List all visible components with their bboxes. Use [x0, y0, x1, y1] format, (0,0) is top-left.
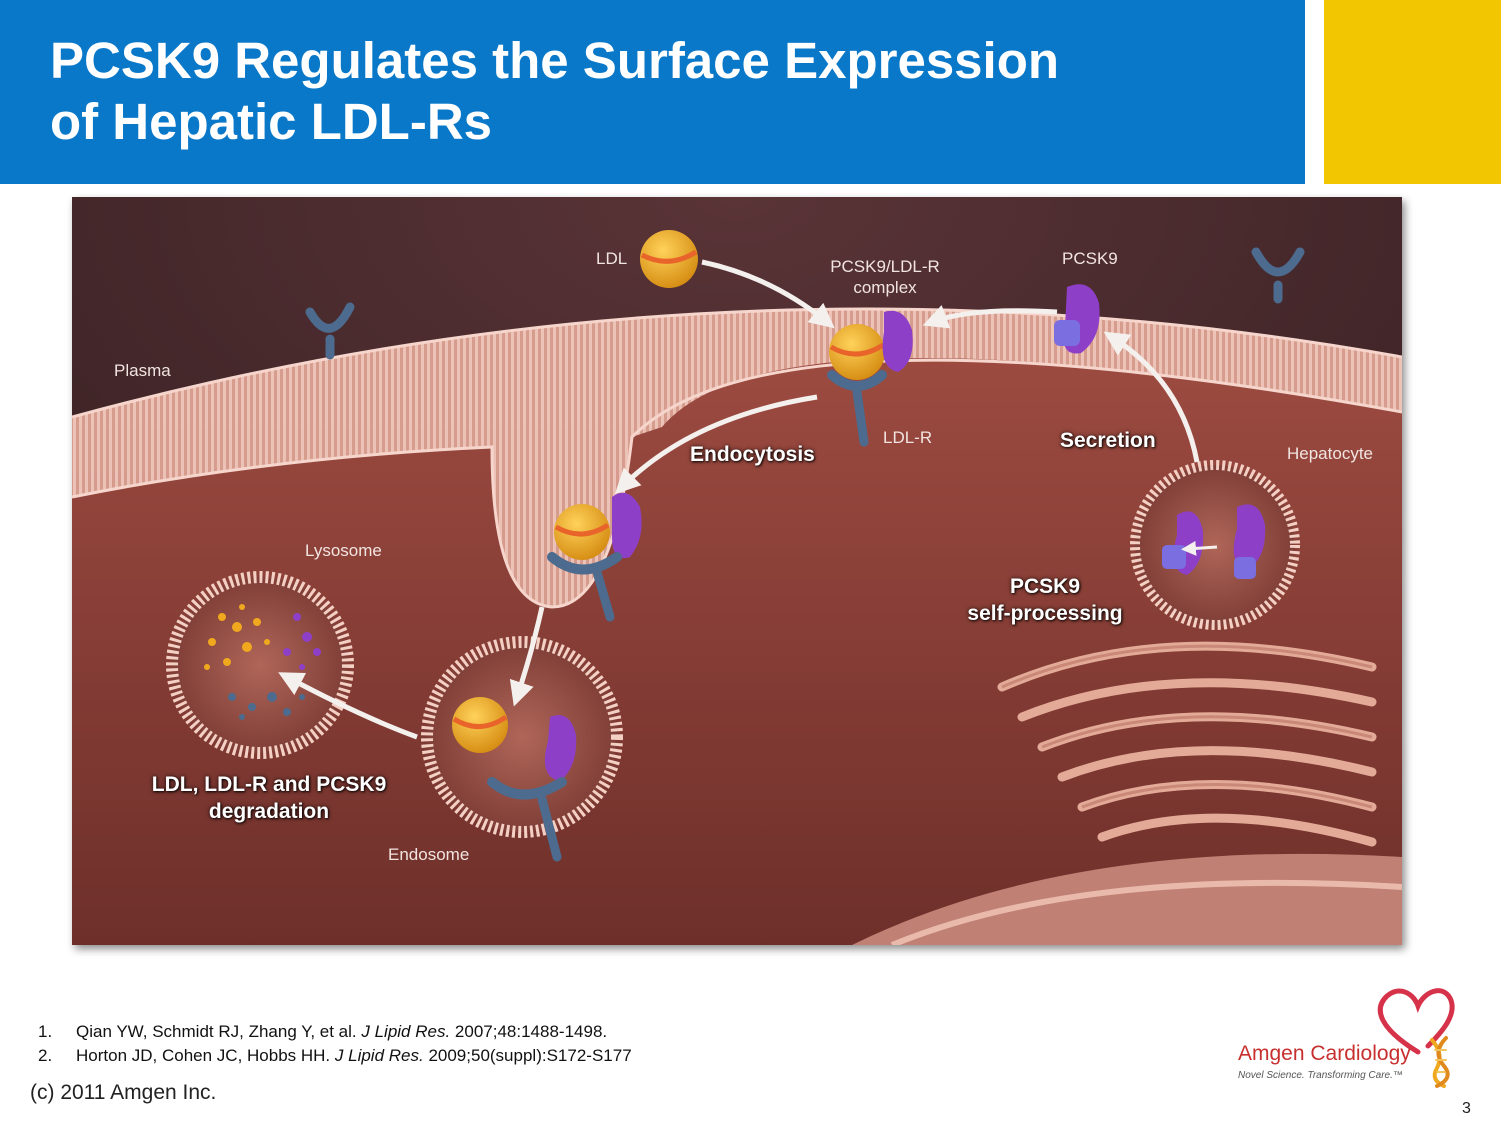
- page-number: 3: [1462, 1100, 1471, 1117]
- pcsk9-label: PCSK9: [1062, 249, 1118, 268]
- endosome-label: Endosome: [388, 845, 470, 864]
- reference-journal: J Lipid Res.: [334, 1046, 424, 1065]
- self-processing-line2: self-processing: [967, 602, 1123, 625]
- secretion-step-label: Secretion: [1060, 429, 1156, 452]
- endocytosis-step-label: Endocytosis: [690, 443, 815, 466]
- reference-item: 2. Horton JD, Cohen JC, Hobbs HH. J Lipid…: [38, 1044, 632, 1068]
- reference-detail: 2007;48:1488-1498.: [450, 1022, 608, 1041]
- self-processing-step-label: PCSK9 self-processing: [956, 573, 1134, 627]
- plasma-label: Plasma: [114, 361, 171, 380]
- reference-item: 1. Qian YW, Schmidt RJ, Zhang Y, et al. J…: [38, 1020, 632, 1044]
- copyright-notice: (c) 2011 Amgen Inc.: [30, 1081, 217, 1104]
- dna-helix-icon: [1430, 1036, 1450, 1088]
- surface-complex: [827, 310, 913, 447]
- reference-number: 2.: [38, 1046, 53, 1065]
- pcsk9-pathway-illustration: LDL PCSK9/LDL-R complex PCSK9 Plasma LDL…: [72, 197, 1402, 945]
- degradation-step-label: LDL, LDL-R and PCSK9 degradation: [134, 771, 404, 825]
- degradation-line1: LDL, LDL-R and PCSK9: [151, 773, 387, 796]
- logo-tagline: Novel Science. Transforming Care.™: [1238, 1070, 1403, 1081]
- pathway-artwork: [72, 197, 1402, 945]
- degradation-line2: degradation: [208, 800, 330, 823]
- logo-graphic: [1377, 988, 1455, 1088]
- ldlr-label: LDL-R: [883, 428, 933, 447]
- lysosome-label: Lysosome: [305, 541, 382, 560]
- reference-journal: J Lipid Res.: [361, 1022, 451, 1041]
- references-list: 1. Qian YW, Schmidt RJ, Zhang Y, et al. J…: [38, 1020, 632, 1068]
- hepatocyte-label: Hepatocyte: [1287, 444, 1373, 463]
- heart-outline-icon: [1377, 988, 1455, 1055]
- slide-title-line2: of Hepatic LDL-Rs: [50, 93, 493, 150]
- slide-title: PCSK9 Regulates the Surface Expression o…: [50, 30, 1280, 152]
- amgen-cardiology-logo: Amgen Cardiology Novel Science. Transfor…: [1232, 980, 1472, 1090]
- complex-label-line1: PCSK9/LDL-R: [830, 257, 940, 276]
- slide-title-line1: PCSK9 Regulates the Surface Expression: [50, 32, 1060, 89]
- self-processing-line1: PCSK9: [1009, 575, 1081, 598]
- reference-authors: Qian YW, Schmidt RJ, Zhang Y, et al.: [76, 1022, 362, 1041]
- title-bar: PCSK9 Regulates the Surface Expression o…: [0, 0, 1305, 184]
- reference-number: 1.: [38, 1022, 53, 1041]
- accent-block: [1324, 0, 1501, 184]
- reference-authors: Horton JD, Cohen JC, Hobbs HH.: [76, 1046, 335, 1065]
- reference-detail: 2009;50(suppl):S172-S177: [423, 1046, 632, 1065]
- logo-name: Amgen Cardiology: [1238, 1042, 1411, 1065]
- complex-label-line2: complex: [853, 278, 917, 297]
- ldl-label: LDL: [596, 249, 628, 268]
- pit-complex: [547, 492, 642, 622]
